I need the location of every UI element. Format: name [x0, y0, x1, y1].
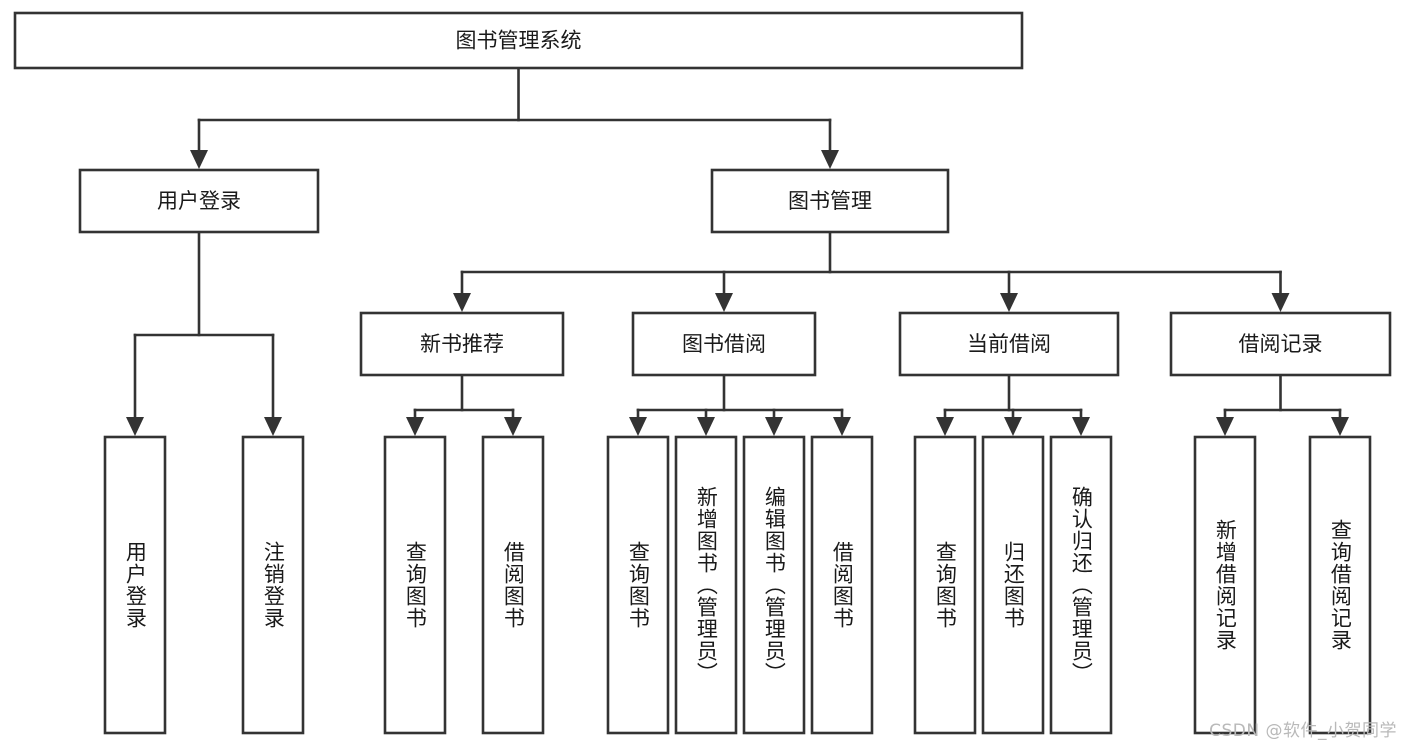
node-box-leaf-return-book[interactable]: [981, 435, 1045, 735]
node-box-leaf-logout-login[interactable]: [241, 435, 305, 735]
arrow-head-icon: [1271, 293, 1290, 312]
arrow-head-icon: [1216, 417, 1234, 436]
arrow-head-icon: [1004, 417, 1022, 436]
arrow-head-icon: [504, 417, 522, 436]
connector-edge-bookmanage-bus: [453, 230, 1290, 312]
arrow-head-icon: [406, 417, 424, 436]
arrow-head-icon: [833, 417, 851, 436]
arrow-head-icon: [453, 293, 471, 312]
arrow-head-icon: [1331, 417, 1349, 436]
node-box-current-borrow[interactable]: [898, 311, 1120, 377]
node-box-borrow-record[interactable]: [1169, 311, 1392, 377]
arrow-head-icon: [1072, 417, 1090, 436]
node-box-leaf-borrow-book-recommend[interactable]: [481, 435, 545, 735]
connector-edge-recommend-bus: [406, 373, 522, 436]
arrow-head-icon: [190, 150, 208, 169]
node-box-leaf-add-borrow-record[interactable]: [1193, 435, 1257, 735]
arrow-head-icon: [936, 417, 954, 436]
node-box-leaf-query-book-current[interactable]: [913, 435, 977, 735]
node-box-root[interactable]: [13, 11, 1024, 70]
arrow-head-icon: [126, 417, 144, 436]
node-box-leaf-query-book-borrow[interactable]: [606, 435, 670, 735]
arrow-head-icon: [629, 417, 647, 436]
boxes-layer: [13, 11, 1392, 735]
connector-edge-borrow-bus: [629, 373, 851, 436]
node-label-borrow-record: 借阅记录: [1239, 332, 1323, 356]
arrow-head-icon: [1000, 293, 1018, 312]
node-box-leaf-borrow-book[interactable]: [810, 435, 874, 735]
arrow-head-icon: [715, 293, 733, 312]
node-box-new-book-recommend[interactable]: [359, 311, 565, 377]
node-box-leaf-add-book-admin[interactable]: [674, 435, 738, 735]
node-label-book-manage: 图书管理: [788, 189, 872, 213]
node-box-leaf-user-login[interactable]: [103, 435, 167, 735]
node-box-leaf-query-borrow-record[interactable]: [1308, 435, 1372, 735]
connector-edge-current-bus: [936, 373, 1090, 436]
watermark-text: CSDN @软件_小贺同学: [1209, 721, 1397, 741]
connector-edge-root-bus: [190, 66, 839, 169]
node-box-leaf-query-book-recommend[interactable]: [383, 435, 447, 735]
node-box-leaf-confirm-return-admin[interactable]: [1049, 435, 1113, 735]
arrow-head-icon: [697, 417, 715, 436]
arrow-head-icon: [765, 417, 783, 436]
node-label-current-borrow: 当前借阅: [967, 332, 1051, 356]
node-box-leaf-edit-book-admin[interactable]: [742, 435, 806, 735]
connector-edge-userlogin-bus: [126, 230, 282, 436]
arrow-head-icon: [264, 417, 282, 436]
connectors-layer: [126, 66, 1349, 436]
node-box-book-manage[interactable]: [710, 168, 950, 234]
node-box-book-borrow[interactable]: [631, 311, 817, 377]
node-label-user-login: 用户登录: [157, 189, 241, 213]
connector-edge-record-bus: [1216, 373, 1349, 436]
arrow-head-icon: [821, 150, 839, 169]
node-label-new-book-recommend: 新书推荐: [420, 332, 504, 356]
node-box-user-login[interactable]: [78, 168, 320, 234]
node-label-root: 图书管理系统: [456, 29, 582, 53]
node-label-book-borrow: 图书借阅: [682, 332, 766, 356]
